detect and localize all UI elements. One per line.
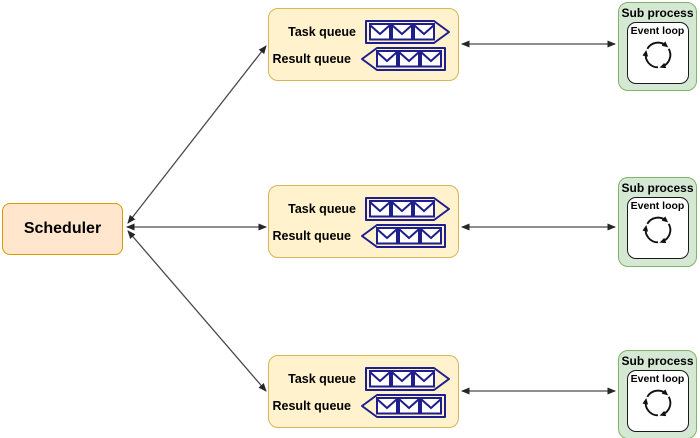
envelope-row-right-arrow-icon: [365, 197, 451, 221]
event-loop-label: Event loop: [630, 373, 685, 385]
event-loop-label: Event loop: [630, 25, 685, 37]
task-queue-label: Task queue: [288, 202, 356, 216]
subprocess-node: Sub process Event loop: [618, 2, 697, 91]
event-loop-label: Event loop: [630, 200, 685, 212]
envelope-row-right-arrow-icon: [365, 367, 451, 391]
subprocess-node: Sub process Event loop: [618, 350, 697, 438]
circular-cycle-arrows-icon: [639, 36, 677, 74]
task-queue-row: Task queue: [288, 367, 451, 391]
result-queue-label: Result queue: [272, 229, 352, 243]
queue-box: Task queue Result queue: [268, 8, 459, 81]
task-queue-row: Task queue: [288, 197, 451, 221]
envelope-row-left-arrow-icon: [360, 224, 446, 248]
result-queue-row: Result queue: [273, 224, 452, 248]
envelope-row-right-arrow-icon: [365, 20, 451, 44]
subprocess-label: Sub process: [621, 6, 694, 20]
circular-cycle-arrows-icon: [639, 211, 677, 249]
result-queue-label: Result queue: [272, 52, 352, 66]
result-queue-label: Result queue: [272, 399, 352, 413]
task-queue-row: Task queue: [288, 20, 451, 44]
connector-scheduler-queue-1: [127, 45, 267, 224]
subprocess-label: Sub process: [621, 181, 694, 195]
subprocess-label: Sub process: [621, 354, 694, 368]
event-loop-box: Event loop: [626, 22, 689, 84]
connector-scheduler-queue-3: [127, 230, 267, 392]
scheduler-node: Scheduler: [2, 203, 123, 255]
event-loop-box: Event loop: [626, 370, 689, 432]
subprocess-node: Sub process Event loop: [618, 177, 697, 267]
event-loop-box: Event loop: [626, 197, 689, 259]
result-queue-row: Result queue: [273, 47, 452, 71]
task-queue-label: Task queue: [288, 25, 356, 39]
queue-box: Task queue Result queue: [268, 185, 459, 258]
queue-box: Task queue Result queue: [268, 355, 459, 428]
result-queue-row: Result queue: [273, 394, 452, 418]
envelope-row-left-arrow-icon: [360, 47, 446, 71]
task-queue-label: Task queue: [288, 372, 356, 386]
scheduler-label: Scheduler: [23, 220, 102, 237]
circular-cycle-arrows-icon: [639, 384, 677, 422]
envelope-row-left-arrow-icon: [360, 394, 446, 418]
